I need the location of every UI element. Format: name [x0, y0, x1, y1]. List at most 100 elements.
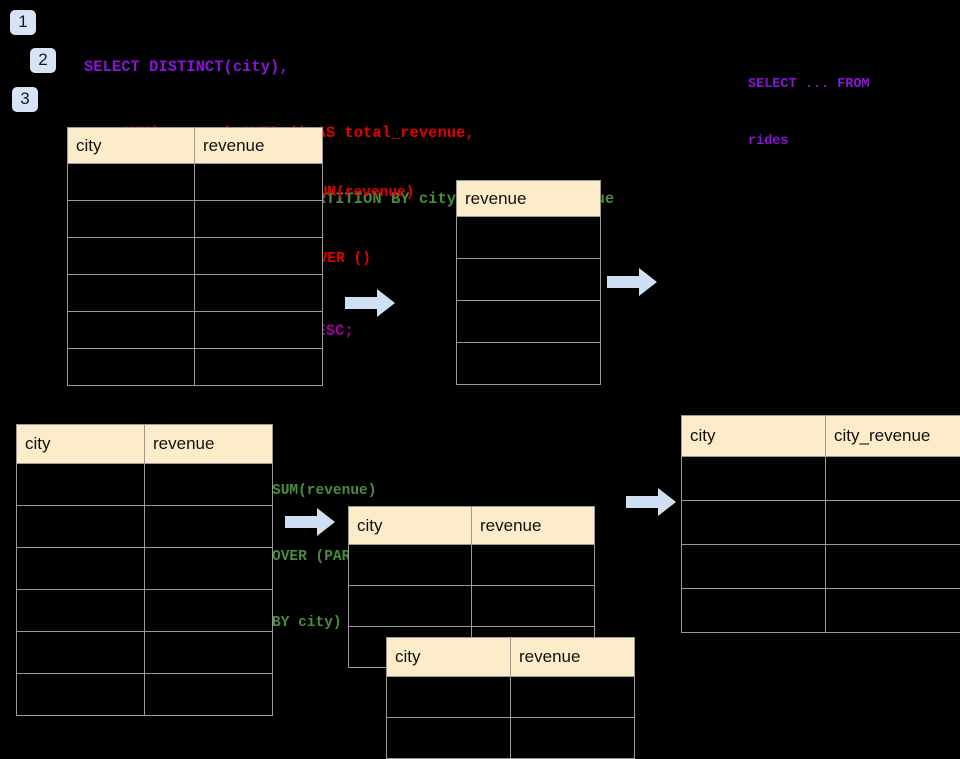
rides-source-table-bottom: city revenue [16, 424, 273, 716]
cell [472, 586, 595, 627]
table-header-row: city city_revenue [682, 416, 960, 457]
table-row [682, 589, 960, 633]
table-row [17, 674, 273, 716]
cell [17, 506, 145, 548]
cell [68, 201, 195, 238]
cell [68, 238, 195, 275]
cell [145, 464, 273, 506]
cell [145, 632, 273, 674]
table-row [387, 718, 635, 759]
cell [145, 548, 273, 590]
cell [17, 464, 145, 506]
column-header-revenue: revenue [145, 425, 273, 464]
step-badge-3: 3 [12, 87, 38, 112]
table-row [682, 545, 960, 589]
table-header-row: city revenue [68, 128, 323, 164]
cell [349, 586, 472, 627]
cell [826, 501, 960, 545]
table-row [17, 590, 273, 632]
table-header-row: city revenue [387, 638, 635, 677]
annotation-sum-over-empty: SUM(revenue) OVER () [310, 138, 414, 292]
cell [145, 674, 273, 716]
cell [472, 545, 595, 586]
table-row [387, 677, 635, 718]
cell [17, 590, 145, 632]
table-row [68, 201, 323, 238]
table-row [349, 586, 595, 627]
table-row [349, 545, 595, 586]
partition-table-front: city revenue [386, 637, 635, 759]
rides-source-table-top: city revenue [67, 127, 323, 386]
cell [682, 589, 826, 633]
cell [457, 259, 601, 301]
cell [387, 677, 511, 718]
cell [457, 343, 601, 385]
cell [826, 457, 960, 501]
table-row [17, 464, 273, 506]
city-revenue-result-table: city city_revenue [681, 415, 960, 633]
table-row [68, 312, 323, 349]
table-row [17, 548, 273, 590]
table-row [457, 259, 601, 301]
column-header-city: city [349, 507, 472, 545]
cell [68, 349, 195, 386]
cell [68, 164, 195, 201]
column-header-city: city [68, 128, 195, 164]
table-row [682, 501, 960, 545]
table-row [457, 301, 601, 343]
step-badge-1: 1 [10, 10, 36, 35]
table-row [68, 349, 323, 386]
step-badge-2: 2 [30, 48, 56, 73]
cell [682, 457, 826, 501]
column-header-revenue: revenue [472, 507, 595, 545]
total-revenue-table: revenue [456, 180, 601, 385]
column-header-city-revenue: city_revenue [826, 416, 960, 457]
cell [195, 312, 323, 349]
cell [68, 312, 195, 349]
table-header-row: revenue [457, 181, 601, 217]
cell [195, 275, 323, 312]
annotation-select-from-rides-line-1: SELECT ... FROM [748, 75, 870, 94]
column-header-revenue: revenue [457, 181, 601, 217]
cell [145, 590, 273, 632]
annotation-select-from-rides: SELECT ... FROM rides [748, 37, 870, 170]
cell [17, 548, 145, 590]
column-header-revenue: revenue [195, 128, 323, 164]
cell [682, 501, 826, 545]
cell [349, 545, 472, 586]
cell [682, 545, 826, 589]
table-row [457, 343, 601, 385]
cell [195, 349, 323, 386]
annotation-select-from-rides-line-2: rides [748, 132, 870, 151]
table-header-row: city revenue [17, 425, 273, 464]
cell [68, 275, 195, 312]
cell [195, 164, 323, 201]
table-header-row: city revenue [349, 507, 595, 545]
arrow-source-to-total [345, 289, 395, 317]
arrow-partition-to-result [626, 488, 676, 516]
column-header-city: city [387, 638, 511, 677]
table-row [457, 217, 601, 259]
cell [826, 545, 960, 589]
table-row [68, 238, 323, 275]
cell [457, 217, 601, 259]
cell [387, 718, 511, 759]
cell [195, 201, 323, 238]
cell [17, 632, 145, 674]
arrow-total-to-result [607, 268, 657, 296]
column-header-city: city [682, 416, 826, 457]
table-row [68, 275, 323, 312]
table-row [17, 506, 273, 548]
cell [195, 238, 323, 275]
cell [145, 506, 273, 548]
cell [511, 677, 635, 718]
annotation-sum-over-partition-line-1: SUM(revenue) [272, 480, 403, 502]
cell [826, 589, 960, 633]
table-row [17, 632, 273, 674]
table-row [682, 457, 960, 501]
cell [17, 674, 145, 716]
table-row [68, 164, 323, 201]
annotation-sum-over-empty-line-1: SUM(revenue) [310, 182, 414, 204]
annotation-sum-over-empty-line-2: OVER () [310, 248, 414, 270]
column-header-revenue: revenue [511, 638, 635, 677]
